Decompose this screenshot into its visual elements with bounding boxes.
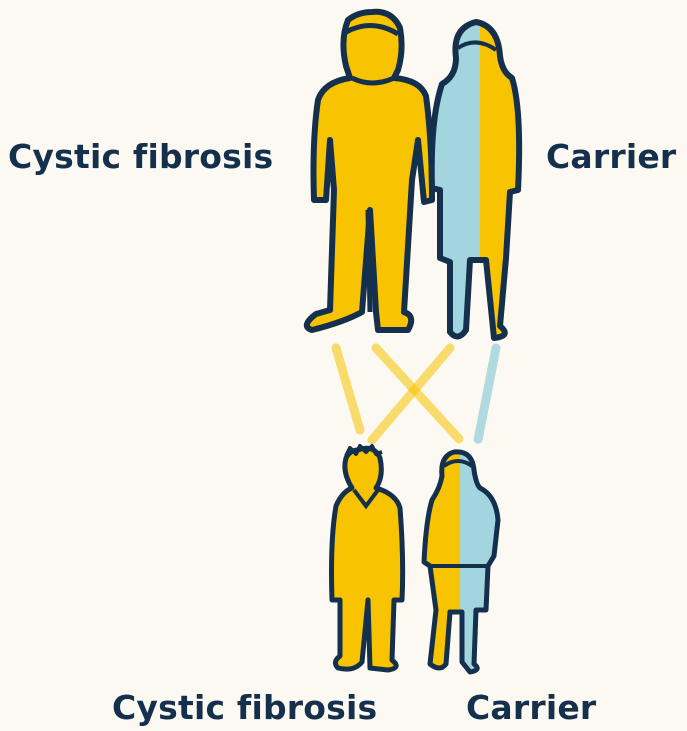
mother-figure-icon	[432, 22, 519, 338]
son-figure-icon	[332, 446, 403, 670]
inheritance-lines-icon	[336, 348, 496, 440]
father-figure-icon	[307, 12, 432, 330]
daughter-figure-icon	[424, 452, 498, 672]
